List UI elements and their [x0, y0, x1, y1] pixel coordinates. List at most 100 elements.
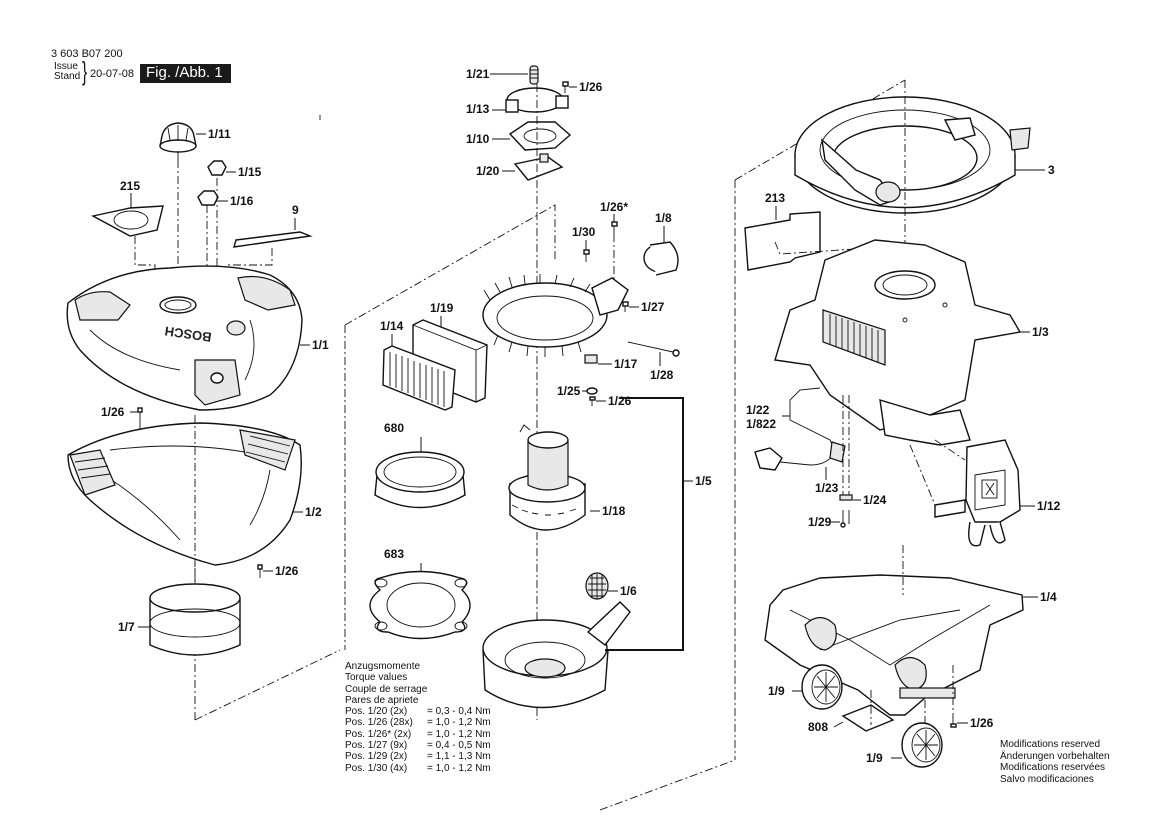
torque-row: Pos. 1/30 (4x) = 1,0 - 1,2 Nm — [345, 763, 491, 774]
torque-value: = 0,4 - 0,5 Nm — [427, 740, 491, 752]
issue-label: Issue Stand — [54, 62, 80, 82]
part-1-26-screw-a — [137, 407, 143, 422]
label-1-822: 1/822 — [746, 417, 776, 431]
part-1-26-screw-d — [589, 396, 596, 406]
label-1-26-star: 1/26* — [600, 200, 628, 214]
torque-value: = 1,1 - 1,3 Nm — [427, 751, 491, 763]
part-1-12-handle-module — [934, 439, 1021, 547]
label-1-24: 1/24 — [863, 493, 887, 507]
label-1-10: 1/10 — [466, 132, 490, 146]
torque-values-table: Anzugsmomente Torque values Couple de se… — [345, 661, 491, 774]
issue-label-en: Issue — [54, 61, 78, 72]
part-3-hose — [794, 96, 1031, 214]
part-1-22-power-cord — [754, 387, 846, 471]
torque-row: Pos. 1/29 (2x) = 1,1 - 1,3 Nm — [345, 751, 491, 762]
issue-label-de: Stand — [54, 71, 81, 82]
notice-en: Modifications reserved — [1000, 739, 1101, 750]
part-1-15-nut — [207, 160, 227, 176]
document-number: 3 603 B07 200 — [51, 48, 123, 60]
torque-row: Pos. 1/20 (2x) = 0,3 - 0,4 Nm — [345, 706, 491, 717]
torque-value: = 1,0 - 1,2 Nm — [427, 762, 491, 774]
label-1-9-b: 1/9 — [866, 751, 883, 765]
label-808: 808 — [808, 720, 828, 734]
label-1-26-e: 1/26 — [970, 716, 994, 730]
part-213-label-sheet — [744, 211, 821, 271]
part-1-20-switch-board — [513, 153, 564, 181]
center-group-bottom-boundary — [599, 759, 736, 811]
torque-row: Pos. 1/26* (2x) = 1,0 - 1,2 Nm — [345, 729, 491, 740]
label-1-22: 1/22 — [746, 403, 770, 417]
label-1-4: 1/4 — [1040, 590, 1057, 604]
part-1-9-wheel-a — [801, 664, 843, 710]
brand-logo: BOSCH — [164, 323, 213, 344]
label-680: 680 — [384, 421, 404, 435]
label-1-20: 1/20 — [476, 164, 500, 178]
torque-title-de: Anzugsmomente — [345, 661, 421, 672]
part-1-9-wheel-b — [901, 722, 943, 768]
label-1-29: 1/29 — [808, 515, 832, 529]
torque-pos: Pos. 1/20 (2x) — [345, 706, 408, 718]
assembly-bracket-1-5 — [605, 397, 684, 651]
part-1-26-star-screw — [611, 221, 618, 234]
label-1-26-a: 1/26 — [101, 405, 125, 419]
part-1-11-knob — [159, 122, 197, 160]
torque-pos: Pos. 1/26* (2x) — [345, 728, 412, 740]
part-215-label-plate — [91, 205, 164, 237]
label-1-26-d: 1/26 — [608, 394, 632, 408]
label-1-26-b: 1/26 — [275, 564, 299, 578]
torque-pos: Pos. 1/26 (28x) — [345, 717, 413, 729]
torque-pos: Pos. 1/27 (9x) — [345, 740, 408, 752]
brace-glyph: } — [82, 56, 88, 86]
torque-title-en: Torque values — [345, 672, 408, 684]
part-680-seal-ring — [374, 451, 466, 509]
torque-value: = 1,0 - 1,2 Nm — [427, 728, 491, 740]
torque-value: = 0,3 - 0,4 Nm — [427, 706, 491, 718]
part-683-gasket — [369, 570, 471, 640]
label-1-2: 1/2 — [305, 505, 322, 519]
label-1-17: 1/17 — [614, 357, 638, 371]
label-1-27: 1/27 — [641, 300, 665, 314]
part-1-29-screws — [840, 510, 850, 528]
notice-es: Salvo modificaciones — [1000, 773, 1094, 785]
figure-label: Fig. /Abb. 1 — [140, 64, 231, 83]
part-1-1-top-cover — [66, 265, 303, 411]
part-1-7-ring — [149, 583, 241, 656]
part-1-8-sleeve — [643, 241, 679, 276]
torque-row: Pos. 1/27 (9x) = 0,4 - 0,5 Nm — [345, 740, 491, 751]
torque-pos: Pos. 1/29 (2x) — [345, 751, 408, 763]
label-1-15: 1/15 — [238, 165, 262, 179]
notice-fr: Modifications reservées — [1000, 762, 1106, 773]
torque-title-fr: Couple de serrage — [345, 683, 428, 695]
label-1-21: 1/21 — [466, 67, 490, 81]
part-1-18-motor — [508, 424, 586, 531]
label-1-18: 1/18 — [602, 504, 626, 518]
torque-value: = 1,0 - 1,2 Nm — [427, 717, 491, 729]
torque-pos: Pos. 1/30 (4x) — [345, 762, 408, 774]
issue-date: 20-07-08 — [90, 68, 135, 80]
label-9: 9 — [292, 203, 299, 217]
part-1-5-fan-housing — [482, 601, 631, 709]
label-1-1: 1/1 — [312, 338, 329, 352]
label-1-26-c: 1/26 — [579, 80, 603, 94]
label-1-25: 1/25 — [557, 384, 581, 398]
label-1-11: 1/11 — [208, 127, 231, 141]
part-1-4-base-tray — [764, 574, 1024, 716]
label-1-3: 1/3 — [1032, 325, 1049, 339]
part-1-10-base-plate — [508, 121, 572, 151]
left-group-bottom-boundary — [194, 649, 341, 721]
label-1-23: 1/23 — [815, 481, 839, 495]
label-1-28: 1/28 — [650, 368, 674, 382]
part-1-28-wire — [627, 341, 680, 357]
part-1-26-screw-e — [950, 716, 957, 728]
part-1-26-screw-b — [257, 564, 263, 578]
torque-title-es: Pares de apriete — [345, 694, 419, 706]
label-1-19: 1/19 — [430, 301, 454, 315]
torque-row: Pos. 1/26 (28x) = 1,0 - 1,2 Nm — [345, 717, 491, 728]
label-1-6: 1/6 — [620, 584, 637, 598]
label-1-30: 1/30 — [572, 225, 596, 239]
label-213: 213 — [765, 191, 785, 205]
notice-de: Änderungen vorbehalten — [1000, 750, 1110, 762]
part-1-14-grille — [382, 345, 456, 411]
label-1-14: 1/14 — [380, 319, 404, 333]
label-1-12: 1/12 — [1037, 499, 1061, 513]
